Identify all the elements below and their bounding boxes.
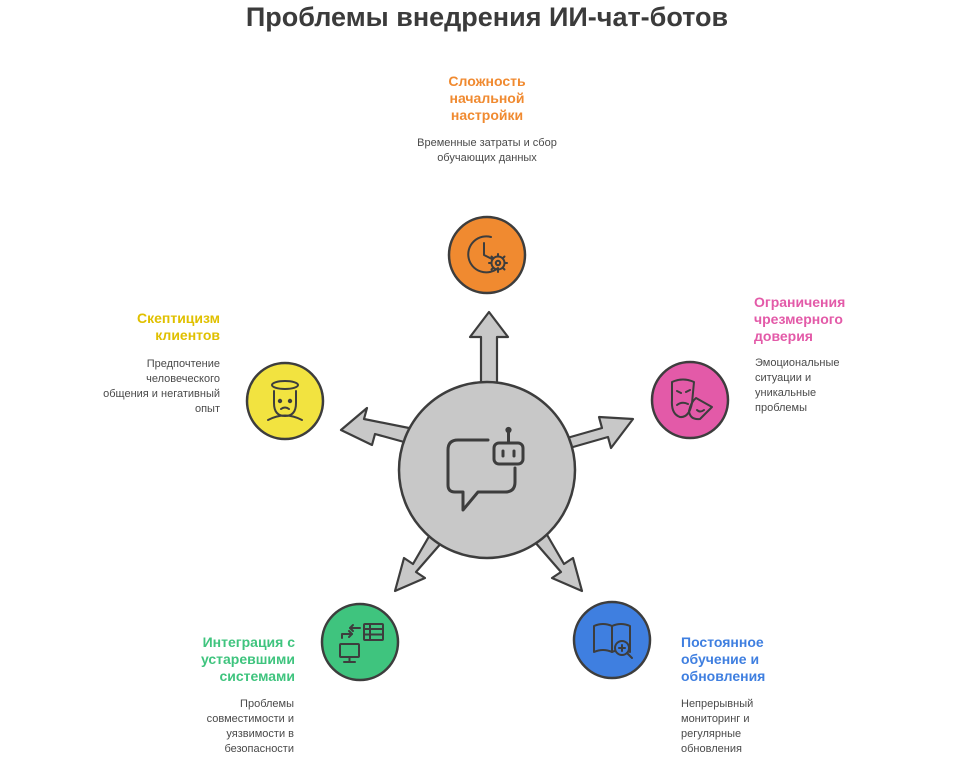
node-skepticism-title: Скептицизм клиентов [136, 310, 220, 343]
node-trust-title: Ограничения чрезмерного доверия [754, 294, 846, 344]
node-setup-circle [447, 215, 527, 295]
monitor-table-sync-icon [339, 623, 384, 663]
node-integration-description: Проблемы совместимости и уязвимости в бе… [206, 698, 294, 755]
person-icon [267, 380, 303, 421]
node-trust-description: Эмоциональные ситуации и уникальные проб… [755, 357, 840, 414]
node-integration-title: Интеграция с устаревшими системами [200, 634, 295, 684]
chatbot-icon [446, 426, 525, 512]
node-setup-title: Сложность начальной настройки [448, 73, 526, 123]
page-title: Проблемы внедрения ИИ-чат-ботов [245, 2, 729, 32]
node-learning-description: Непрерывный мониторинг и регулярные обно… [681, 698, 754, 755]
arrow-up [468, 310, 510, 394]
node-skepticism-circle [245, 361, 325, 441]
center-hub [397, 380, 577, 560]
arrows [339, 310, 635, 593]
clock-gear-icon [467, 235, 508, 274]
arrow-down-left [393, 531, 445, 593]
node-learning-title: Постоянное обучение и обновления [681, 634, 766, 684]
node-trust-circle [650, 360, 730, 440]
node-skepticism-description: Предпочтение человеческого общения и нег… [103, 358, 220, 415]
node-integration-circle [320, 602, 400, 682]
theater-mask-icon [670, 378, 713, 421]
node-setup-description: Временные затраты и сбор обучающих данны… [417, 137, 557, 164]
arrow-down-right [532, 531, 584, 593]
book-search-icon [593, 623, 633, 659]
